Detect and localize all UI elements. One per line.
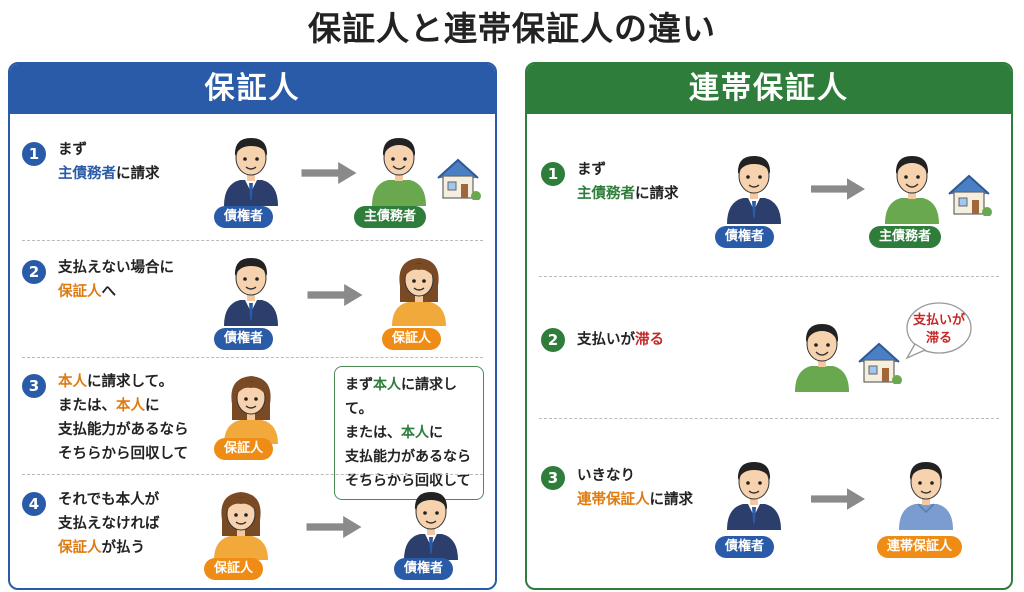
divider (22, 474, 483, 475)
house-icon (434, 156, 482, 200)
creditor-label: 債権者 (214, 206, 274, 228)
principal-debtor-person-icon (366, 126, 432, 206)
step-number: 1 (541, 162, 565, 186)
principal-debtor-person-icon (879, 144, 945, 224)
joint-guarantor-header: 連帯保証人 (527, 64, 1011, 114)
step-text: 支払いが滞る (577, 332, 664, 348)
joint-guarantor-person-icon (893, 450, 959, 530)
guarantor-label: 保証人 (382, 328, 442, 350)
step-number: 2 (22, 260, 46, 284)
step-number: 3 (541, 466, 565, 490)
principal-debtor-label: 主債務者 (354, 206, 427, 228)
principal-debtor-person-icon (789, 312, 855, 392)
creditor-person-icon (721, 144, 787, 224)
step-text: まず 主債務者に請求 (58, 142, 160, 182)
speech-box: まず本人に請求して。 または、本人に 支払能力があるなら そちらから回収して (334, 366, 484, 500)
step-text: いきなり 連帯保証人に請求 (577, 468, 693, 508)
guarantor-person-icon (218, 364, 284, 444)
principal-debtor-label: 主債務者 (869, 226, 942, 248)
arrow-icon (811, 488, 865, 510)
creditor-label: 債権者 (715, 226, 775, 248)
house-icon (945, 172, 993, 216)
creditor-person-icon (218, 246, 284, 326)
step-text: まず 主債務者に請求 (577, 162, 679, 202)
creditor-person-icon (398, 480, 464, 560)
guarantor-person-icon (386, 246, 452, 326)
creditor-label: 債権者 (715, 536, 775, 558)
creditor-person-icon (218, 126, 284, 206)
joint-guarantor-label: 連帯保証人 (877, 536, 963, 558)
creditor-person-icon (721, 450, 787, 530)
guarantor-person-icon (208, 480, 274, 560)
arrow-icon (276, 516, 392, 538)
page-title: 保証人と連帯保証人の違い (308, 9, 716, 48)
guarantor-label: 保証人 (214, 438, 274, 460)
step-number: 2 (541, 328, 565, 352)
arrow-icon (300, 162, 358, 184)
divider (539, 276, 999, 277)
speech-bubble-icon (905, 302, 972, 360)
joint-guarantor-panel: 連帯保証人 1 まず 主債務者に請求 債権者 主債務者 2 支払いが滞る 支払い… (525, 62, 1013, 590)
guarantor-header: 保証人 (10, 64, 495, 114)
guarantor-label: 保証人 (204, 558, 264, 580)
step-text: 支払えない場合に 保証人へ (58, 260, 174, 300)
divider (22, 240, 483, 241)
house-icon (855, 340, 903, 384)
divider (22, 357, 483, 358)
speech-bubble-text: 支払いが 滞る (912, 313, 965, 346)
step-number: 1 (22, 142, 46, 166)
arrow-icon (300, 284, 370, 306)
divider (539, 418, 999, 419)
step-text: それでも本人が 支払えなければ 保証人が払う (58, 492, 160, 556)
step-number: 3 (22, 374, 46, 398)
step-text: 本人に請求して。 または、本人に 支払能力があるなら そちらから回収して (58, 374, 189, 462)
creditor-label: 債権者 (214, 328, 274, 350)
guarantor-panel: 保証人 1 まず 主債務者に請求 債権者 主債務者 2 支払えない場合に 保証人… (8, 62, 497, 590)
step-number: 4 (22, 492, 46, 516)
arrow-icon (811, 178, 865, 200)
creditor-label: 債権者 (394, 558, 454, 580)
